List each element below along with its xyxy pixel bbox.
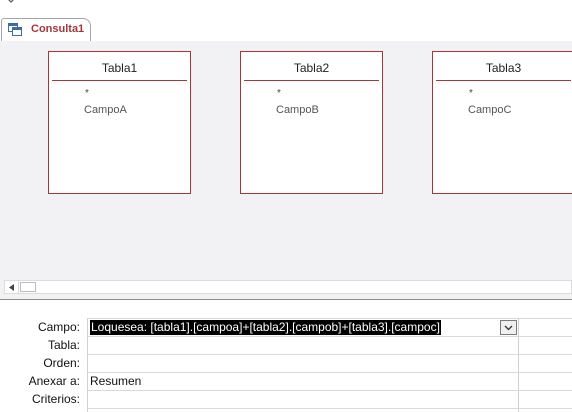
table-box-tabla3[interactable]: Tabla3 * CampoC	[432, 51, 572, 194]
grid-line	[87, 336, 572, 337]
table-box-tabla1[interactable]: Tabla1 * CampoA	[48, 51, 191, 194]
query-icon	[8, 23, 22, 36]
field-item[interactable]: CampoA	[84, 104, 127, 116]
all-fields-item[interactable]: *	[469, 88, 473, 99]
table-box-tabla2[interactable]: Tabla2 * CampoB	[240, 51, 383, 194]
row-label-criterios: Criterios:	[31, 392, 80, 406]
field-item[interactable]: CampoB	[276, 104, 319, 116]
table-title[interactable]: Tabla3	[436, 60, 571, 81]
row-label-orden: Orden:	[43, 356, 80, 370]
row-label-campo: Campo:	[37, 320, 80, 334]
chevron-down-icon	[504, 325, 513, 330]
table-title[interactable]: Tabla1	[52, 60, 187, 81]
chevron-down-icon[interactable]	[6, 0, 16, 5]
arrow-left-icon	[8, 283, 14, 291]
grid-line	[87, 354, 572, 355]
top-strip	[0, 0, 572, 18]
tab-consulta1[interactable]: Consulta1	[1, 18, 91, 41]
field-item[interactable]: CampoC	[468, 104, 512, 116]
grid-line	[87, 372, 572, 373]
row-label-anexar: Anexar a:	[28, 374, 80, 388]
anexar-cell[interactable]: Resumen	[90, 374, 142, 388]
scroll-left-button[interactable]	[5, 281, 19, 293]
grid-line	[87, 408, 572, 409]
tab-label: Consulta1	[31, 23, 85, 35]
row-label-tabla: Tabla:	[47, 338, 80, 352]
all-fields-item[interactable]: *	[277, 88, 281, 99]
grid-column-2[interactable]	[519, 318, 572, 412]
all-fields-item[interactable]: *	[85, 88, 89, 99]
grid-line	[87, 390, 572, 391]
campo-selected-text[interactable]: Loquesea: [tabla1].[campoa]+[tabla2].[ca…	[90, 320, 441, 335]
table-title[interactable]: Tabla2	[244, 60, 379, 81]
scroll-thumb[interactable]	[20, 282, 36, 292]
query-design-grid: Campo: Tabla: Orden: Anexar a: Criterios…	[0, 301, 572, 412]
column-selector-bar[interactable]	[87, 303, 572, 319]
campo-input[interactable]: Loquesea: [tabla1].[campoa]+[tabla2].[ca…	[88, 319, 518, 337]
grid-column-1[interactable]	[87, 318, 519, 412]
pane-splitter[interactable]	[0, 296, 572, 300]
campo-dropdown-button[interactable]	[500, 320, 517, 335]
query-design-pane[interactable]: Tabla1 * CampoA Tabla2 * CampoB Tabla3 *…	[0, 41, 572, 296]
horizontal-scrollbar[interactable]	[4, 280, 572, 294]
